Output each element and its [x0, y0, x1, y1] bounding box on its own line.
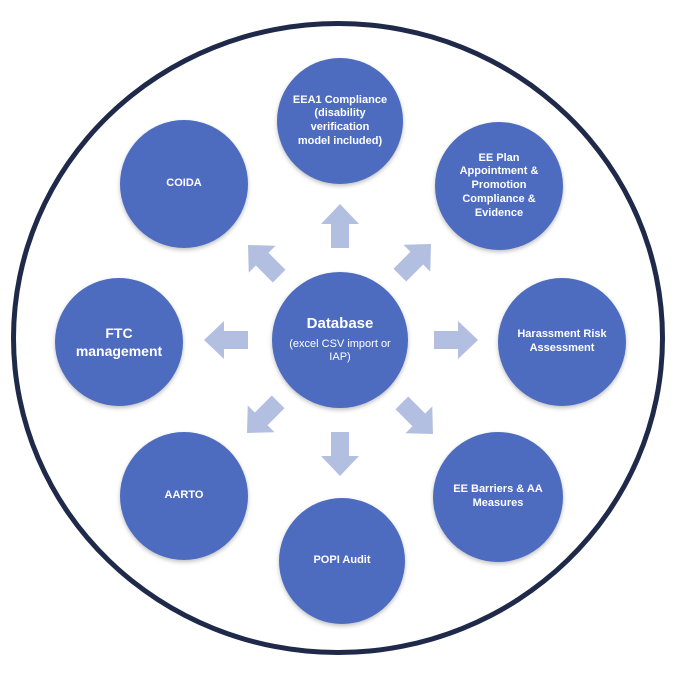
popi-label: POPI Audit [313, 554, 371, 567]
ee-barriers-label: EE Barriers & AA Measures [453, 483, 543, 509]
arrow-up [321, 204, 359, 248]
aarto-node: AARTO [120, 432, 248, 560]
database-node: Database (excel CSV import or IAP) [272, 272, 408, 408]
arrow-up-left [248, 245, 286, 283]
arrow-down [321, 432, 359, 476]
arrow-left [204, 321, 248, 359]
outer-ring [11, 21, 665, 655]
aarto-label: AARTO [164, 489, 204, 502]
database-subtitle: (excel CSV import or IAP) [289, 337, 391, 364]
eea1-label: EEA1 Compliance (disability verification… [292, 93, 388, 147]
coida-node: COIDA [120, 120, 248, 248]
database-title: Database [306, 314, 374, 332]
eea1-node: EEA1 Compliance (disability verification… [277, 58, 403, 184]
ee-plan-node: EE Plan Appointment & Promotion Complian… [435, 122, 563, 250]
harassment-label: Harassment Risk Assessment [517, 328, 607, 354]
popi-node: POPI Audit [279, 498, 405, 624]
ftc-label: FTC management [75, 324, 163, 359]
arrow-right [434, 321, 478, 359]
arrow-down-left [247, 395, 285, 433]
arrow-down-right [395, 396, 433, 434]
ee-plan-label: EE Plan Appointment & Promotion Complian… [459, 151, 539, 219]
coida-label: COIDA [166, 177, 202, 190]
harassment-node: Harassment Risk Assessment [498, 278, 626, 406]
ftc-node: FTC management [55, 278, 183, 406]
arrow-up-right [393, 244, 431, 282]
ee-barriers-node: EE Barriers & AA Measures [433, 432, 563, 562]
